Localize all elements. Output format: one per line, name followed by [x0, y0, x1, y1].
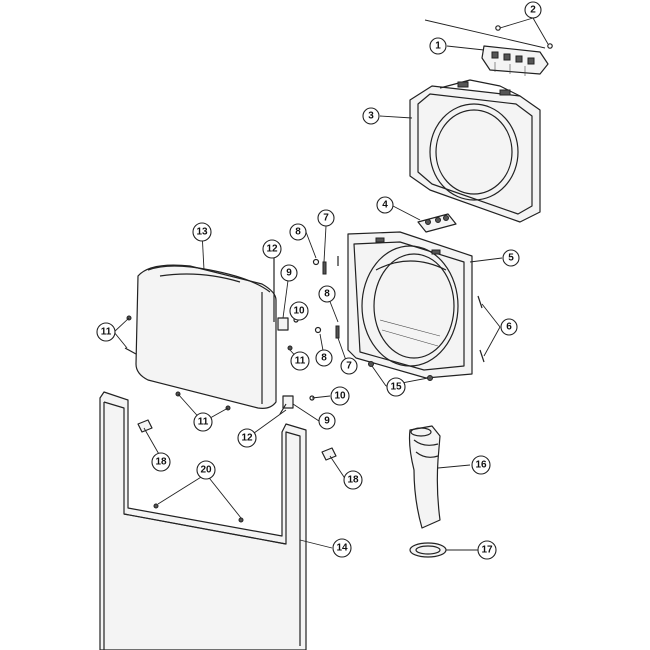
- svg-text:17: 17: [481, 545, 493, 556]
- callout-9-top: 9: [280, 264, 298, 282]
- callout-12-top: 12: [262, 239, 282, 259]
- svg-text:2: 2: [530, 5, 536, 16]
- svg-text:10: 10: [293, 306, 305, 317]
- part-14-door-panel: [99, 391, 307, 650]
- svg-text:6: 6: [506, 322, 512, 333]
- svg-text:4: 4: [382, 200, 388, 211]
- part-6-pins: [477, 295, 485, 363]
- svg-text:7: 7: [346, 361, 352, 372]
- callout-15: 15: [386, 377, 406, 397]
- svg-text:3: 3: [368, 111, 374, 122]
- part-1-terminal-block: [424, 19, 549, 76]
- part-3-front-frame: [409, 79, 541, 223]
- svg-text:14: 14: [336, 543, 348, 554]
- callout-1: 1: [429, 37, 447, 55]
- callout-17: 17: [477, 540, 497, 560]
- svg-text:16: 16: [475, 460, 487, 471]
- part-4-bracket: [417, 213, 457, 233]
- svg-text:8: 8: [321, 353, 327, 364]
- callout-10-bottom: 10: [330, 386, 350, 406]
- callout-4: 4: [376, 196, 394, 214]
- callout-2: 2: [524, 1, 542, 19]
- callout-3: 3: [362, 107, 380, 125]
- svg-text:11: 11: [198, 417, 209, 428]
- callout-7-bottom: 7: [340, 357, 358, 375]
- part-7-8-hardware: [312, 256, 340, 339]
- callout-11-left: 11: [96, 322, 116, 342]
- part-17-seal: [409, 542, 447, 558]
- callout-5: 5: [502, 249, 520, 267]
- svg-text:20: 20: [200, 465, 212, 476]
- svg-text:12: 12: [266, 244, 278, 255]
- part-5-bulkhead: [347, 231, 473, 379]
- svg-text:7: 7: [323, 213, 329, 224]
- svg-text:11: 11: [295, 356, 306, 367]
- part-18-clips: [137, 419, 337, 461]
- svg-text:5: 5: [508, 253, 514, 264]
- svg-text:10: 10: [334, 391, 346, 402]
- svg-text:11: 11: [101, 327, 112, 338]
- callout-6: 6: [500, 318, 518, 336]
- callout-9-bottom: 9: [318, 412, 336, 430]
- svg-text:13: 13: [196, 227, 208, 238]
- callout-8-bottom: 8: [315, 349, 333, 367]
- callout-8-top: 8: [289, 223, 307, 241]
- svg-text:8: 8: [295, 227, 301, 238]
- callout-8-middle: 8: [318, 285, 336, 303]
- svg-text:18: 18: [155, 457, 167, 468]
- svg-text:8: 8: [324, 289, 330, 300]
- callout-10-top: 10: [289, 301, 309, 321]
- svg-text:1: 1: [435, 41, 441, 52]
- callout-20: 20: [196, 460, 216, 480]
- svg-text:15: 15: [390, 382, 402, 393]
- callout-7-top: 7: [317, 209, 335, 227]
- callout-18-right: 18: [343, 470, 363, 490]
- callout-11-bottom: 11: [193, 412, 213, 432]
- part-16-duct: [408, 425, 441, 529]
- callout-16: 16: [471, 455, 491, 475]
- callout-11-right: 11: [290, 351, 310, 371]
- svg-text:9: 9: [286, 268, 292, 279]
- callout-12-bottom: 12: [237, 428, 257, 448]
- callout-14: 14: [332, 538, 352, 558]
- callout-13: 13: [192, 222, 212, 242]
- svg-text:18: 18: [347, 475, 359, 486]
- svg-text:9: 9: [324, 416, 330, 427]
- callouts: 2 1 3 4 5 6 7 7 8 8 8 9 9 10 10 11 11 11…: [96, 1, 542, 560]
- svg-text:12: 12: [241, 433, 253, 444]
- part-13-console-panel: [135, 264, 277, 409]
- callout-18-left: 18: [151, 452, 171, 472]
